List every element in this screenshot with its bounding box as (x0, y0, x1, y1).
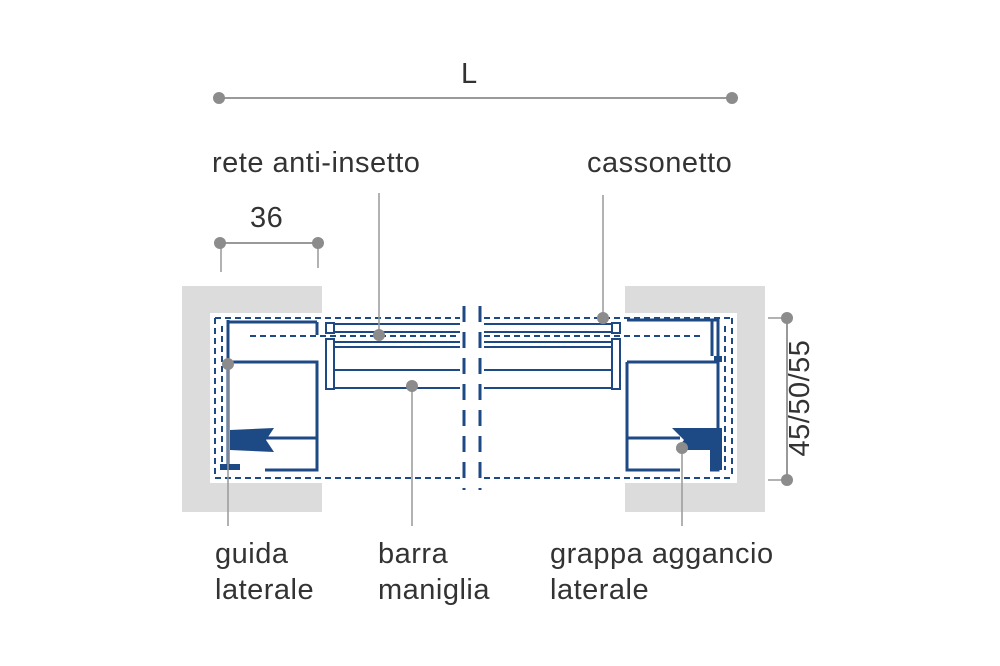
height-options-label: 45/50/55 (784, 339, 816, 457)
box-label: cassonetto (587, 147, 733, 179)
dimension-L (213, 92, 738, 104)
break-marks (462, 306, 482, 490)
outer-frame-dashed (214, 317, 733, 479)
leader-lines (227, 193, 683, 526)
guide-width-label: 36 (250, 202, 284, 234)
dimension-36 (214, 237, 324, 272)
width-label: L (461, 58, 478, 90)
insect-net (325, 322, 621, 334)
handle-bar-label: barra maniglia (378, 536, 490, 608)
handle-bar (325, 338, 621, 390)
side-guide-label: guida laterale (215, 536, 314, 608)
handle-bar-line-2: maniglia (378, 574, 490, 606)
dimension-height (768, 312, 793, 486)
side-clip-label: grappa aggancio laterale (550, 536, 774, 608)
side-clip-line-2: laterale (550, 574, 650, 606)
handle-bar-line-1: barra (378, 538, 449, 570)
left-clip (220, 428, 274, 470)
side-clip-line-1: grappa aggancio (550, 538, 774, 570)
right-box-profile (625, 318, 720, 472)
insect-net-label: rete anti-insetto (212, 147, 421, 179)
leader-dots (222, 312, 688, 454)
side-guide-line-2: laterale (215, 574, 315, 606)
window-opening (210, 313, 737, 483)
side-guide-line-1: guida (215, 538, 289, 570)
